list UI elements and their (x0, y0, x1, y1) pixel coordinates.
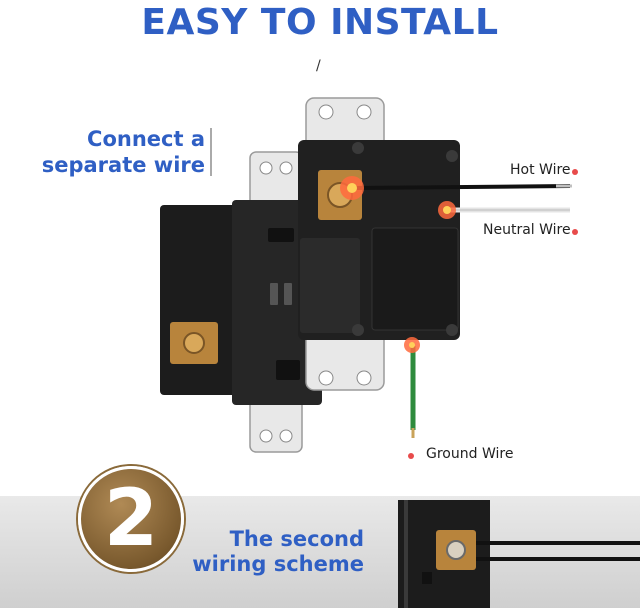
hot-wire (353, 184, 572, 190)
second-scheme-caption: The second wiring scheme (180, 527, 364, 577)
front-outlet-body (298, 140, 460, 340)
second-line-2: wiring scheme (192, 552, 364, 576)
side-outlet-view (398, 500, 640, 608)
step-number: 2 (103, 474, 159, 564)
terminal-highlights (340, 176, 456, 353)
second-line-1: The second (229, 527, 364, 551)
ground-wire-label: Ground Wire (426, 446, 514, 462)
neutral-wire-label: Neutral Wire (483, 222, 571, 238)
neutral-wire-dot (572, 229, 578, 235)
hot-wire-dot (572, 169, 578, 175)
slash-mark: / (316, 58, 321, 74)
outlet-illustration (160, 97, 572, 453)
connect-line-2: separate wire (41, 153, 205, 177)
connect-caption: Connect a separate wire (30, 126, 205, 178)
step-badge (78, 466, 184, 572)
hot-wire-label: Hot Wire (510, 162, 571, 178)
caption-divider (210, 128, 212, 176)
page-title: EASY TO INSTALL (141, 2, 499, 43)
ground-wire-dot (408, 453, 414, 459)
connect-line-1: Connect a (87, 127, 205, 151)
